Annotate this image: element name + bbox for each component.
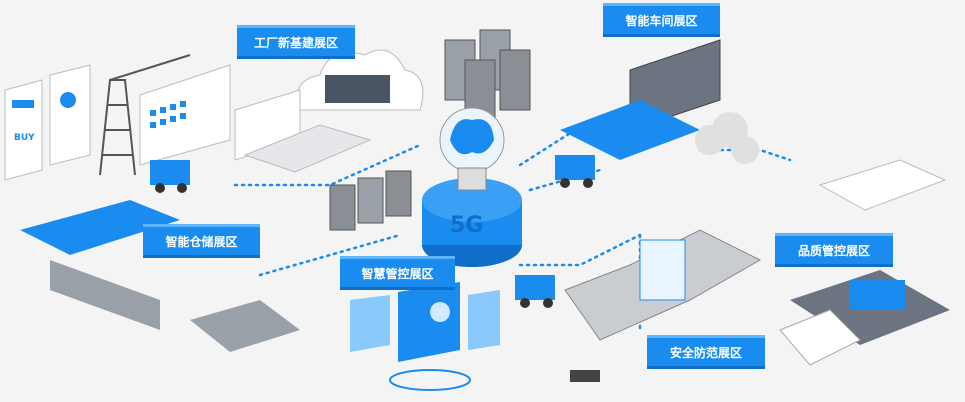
conveyor-left <box>50 260 160 330</box>
poster-left: BUY <box>4 64 91 181</box>
zone-label-factory-infrastructure[interactable]: 工厂新基建展区 <box>237 25 355 56</box>
router-device <box>570 370 600 382</box>
platform-ring <box>389 369 471 391</box>
crane-tower <box>99 54 191 176</box>
workshop-desk <box>560 100 700 160</box>
poster-text: BUY <box>14 133 35 143</box>
truck-right <box>850 280 905 310</box>
quality-desk <box>818 159 947 211</box>
5g-badge: 5G <box>450 213 483 238</box>
zone-label-smart-control[interactable]: 智慧管控展区 <box>340 256 455 287</box>
cloud-screen <box>325 75 390 103</box>
conveyor-bottom <box>190 300 300 352</box>
meeting-table <box>243 124 372 173</box>
stacked-boxes <box>779 309 861 366</box>
warehouse-line <box>20 200 180 255</box>
zone-label-quality-control[interactable]: 品质管控展区 <box>775 233 893 264</box>
server-racks-top <box>444 29 531 121</box>
zone-label-smart-warehouse[interactable]: 智能仓储展区 <box>143 224 260 255</box>
brain-icon <box>450 119 494 155</box>
zone-label-smart-workshop[interactable]: 智能车间展区 <box>603 3 720 34</box>
zone-label-security[interactable]: 安全防范展区 <box>647 335 765 366</box>
truck-lower <box>515 275 555 308</box>
control-screens <box>350 282 500 362</box>
truck-middle <box>555 155 595 188</box>
board-grid <box>150 101 186 128</box>
truck-left <box>150 160 190 193</box>
smoke-cloud <box>695 112 759 164</box>
server-racks-middle <box>329 170 412 231</box>
central-5g-pedestal: 5G <box>422 107 522 267</box>
security-machine <box>639 239 686 301</box>
